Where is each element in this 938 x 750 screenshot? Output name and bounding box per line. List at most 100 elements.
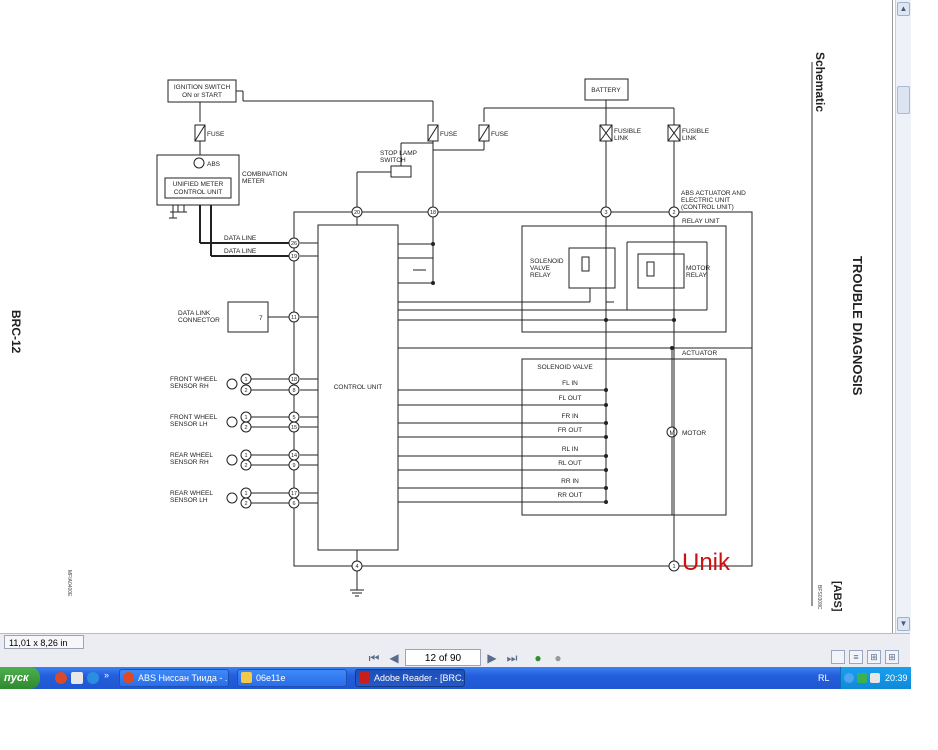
term-3: 3	[604, 210, 607, 216]
term: 15	[291, 425, 297, 431]
page-number-input[interactable]: 12 of 90	[405, 649, 481, 666]
term: 18	[291, 377, 297, 383]
task-folder-label: 06e11e	[256, 673, 286, 683]
viewer-statusbar: 11,01 x 8,26 in ⏮ ◀ 12 of 90 ▶ ⏭ ● ● ≡ ⊞…	[0, 633, 910, 668]
relay-unit-box	[521, 225, 727, 333]
language-indicator[interactable]: RL	[818, 673, 830, 683]
valve-rl-out: RL OUT	[558, 460, 582, 467]
facing-view-icon[interactable]: ⊞	[867, 650, 881, 664]
data-line-label-1: DATA LINE	[224, 235, 257, 242]
valve-fl-in: FL IN	[562, 380, 578, 387]
valve-rr-out: RR OUT	[558, 492, 583, 499]
motor-relay-label-1: MOTOR	[686, 265, 710, 272]
dlc-label-2: CONNECTOR	[178, 317, 220, 324]
sensor-rr-lh-1: REAR WHEEL	[170, 490, 213, 497]
watermark-text: Unik	[682, 549, 731, 576]
clock[interactable]: 20:39	[885, 673, 908, 683]
fusible-link-label-1a: FUSIBLE	[614, 128, 642, 135]
term-11: 11	[291, 315, 297, 321]
sensor-fr-lh-2: SENSOR LH	[170, 421, 208, 428]
relay-unit-label: RELAY UNIT	[682, 218, 720, 225]
browser-icon	[123, 672, 134, 683]
scroll-down-icon[interactable]: ▼	[897, 617, 910, 631]
term-26: 26	[291, 241, 297, 247]
battery-label: BATTERY	[591, 87, 621, 94]
task-folder[interactable]: 06e11e	[237, 669, 347, 687]
prev-page-icon[interactable]: ◀	[389, 651, 399, 665]
ie-icon[interactable]	[87, 672, 99, 684]
folder-icon	[241, 672, 252, 683]
term: 14	[291, 453, 297, 459]
term: 6	[292, 501, 295, 507]
page-label: BRC-12	[9, 310, 23, 354]
quicklaunch-more-icon[interactable]: »	[104, 670, 110, 680]
pin: 1	[244, 491, 247, 497]
term-4: 4	[355, 564, 358, 570]
figure-id-right: BFS0308C	[816, 585, 822, 610]
go-forward-icon[interactable]: ●	[554, 651, 562, 665]
section-title: TROUBLE DIAGNOSIS	[850, 256, 865, 396]
tray-app-icon[interactable]	[857, 673, 867, 683]
start-button[interactable]: пуск	[0, 667, 40, 689]
comb-meter-label-1: COMBINATION	[242, 171, 288, 178]
task-browser-label: ABS Ниссан Тиида - ...	[138, 673, 229, 683]
scroll-thumb[interactable]	[897, 86, 910, 114]
pin: 2	[244, 463, 247, 469]
pin: 2	[244, 425, 247, 431]
valve-fr-in: FR IN	[562, 413, 579, 420]
go-back-icon[interactable]: ●	[534, 651, 542, 665]
fusible-link-label-2a: FUSIBLE	[682, 128, 710, 135]
last-page-icon[interactable]: ⏭	[506, 651, 518, 665]
adobe-reader-icon	[359, 672, 370, 683]
single-page-view-icon[interactable]	[831, 650, 845, 664]
stop-lamp-label-1: STOP LAMP	[380, 150, 417, 157]
valve-rr-in: RR IN	[561, 478, 579, 485]
motor-label: MOTOR	[682, 430, 706, 437]
term: 17	[291, 491, 297, 497]
chrome-icon[interactable]	[55, 672, 67, 684]
term: 9	[292, 463, 295, 469]
term-20: 20	[354, 210, 360, 216]
motor-symbol: M	[670, 431, 675, 437]
tray-network-icon[interactable]	[844, 673, 854, 683]
printer-icon[interactable]	[71, 672, 83, 684]
abs-actuator-label-2: ELECTRIC UNIT	[681, 197, 730, 204]
control-unit-box	[317, 224, 399, 551]
page-edge	[892, 0, 893, 633]
section-tag: [ABS]	[831, 581, 843, 612]
term-19: 19	[291, 254, 297, 260]
task-browser[interactable]: ABS Ниссан Тиида - ...	[119, 669, 229, 687]
sensor-fr-rh-1: FRONT WHEEL	[170, 376, 218, 383]
sensor-fr-lh-1: FRONT WHEEL	[170, 414, 218, 421]
data-line-label-2: DATA LINE	[224, 248, 257, 255]
term-18: 18	[430, 210, 436, 216]
page-size-field: 11,01 x 8,26 in	[4, 635, 84, 649]
next-page-icon[interactable]: ▶	[487, 651, 497, 665]
comb-meter-label-2: METER	[242, 178, 265, 185]
term-2: 2	[672, 210, 675, 216]
fuse-label-3: FUSE	[491, 131, 509, 138]
dlc-label-1: DATA LINK	[178, 310, 211, 317]
sensor-rr-rh-1: REAR WHEEL	[170, 452, 213, 459]
dlc-pin: 7	[259, 315, 263, 322]
solenoid-relay-label-3: RELAY	[530, 272, 551, 279]
first-page-icon[interactable]: ⏮	[368, 651, 380, 665]
scroll-up-icon[interactable]: ▲	[897, 2, 910, 16]
solenoid-relay-label-2: VALVE	[530, 265, 551, 272]
stop-lamp-label-2: SWITCH	[380, 157, 406, 164]
continuous-view-icon[interactable]: ≡	[849, 650, 863, 664]
abs-lamp-label: ABS	[207, 161, 221, 168]
sensor-fr-rh-2: SENSOR RH	[170, 383, 209, 390]
task-adobe-reader[interactable]: Adobe Reader - [BRC...	[355, 669, 465, 687]
ignition-label-2: ON or START	[182, 92, 222, 99]
fusible-link-label-2b: LINK	[682, 135, 697, 142]
term: 5	[292, 415, 295, 421]
continuous-facing-view-icon[interactable]: ⊞	[885, 650, 899, 664]
abs-schematic: IGNITION SWITCH ON or START FUSE ABS COM…	[9, 52, 865, 612]
vertical-scrollbar[interactable]: ▲ ▼	[895, 0, 911, 633]
system-tray: 20:39	[840, 667, 911, 689]
tray-volume-icon[interactable]	[870, 673, 880, 683]
unified-meter-label-2: CONTROL UNIT	[174, 189, 223, 196]
term-1: 1	[672, 564, 675, 570]
valve-rl-in: RL IN	[562, 446, 579, 453]
